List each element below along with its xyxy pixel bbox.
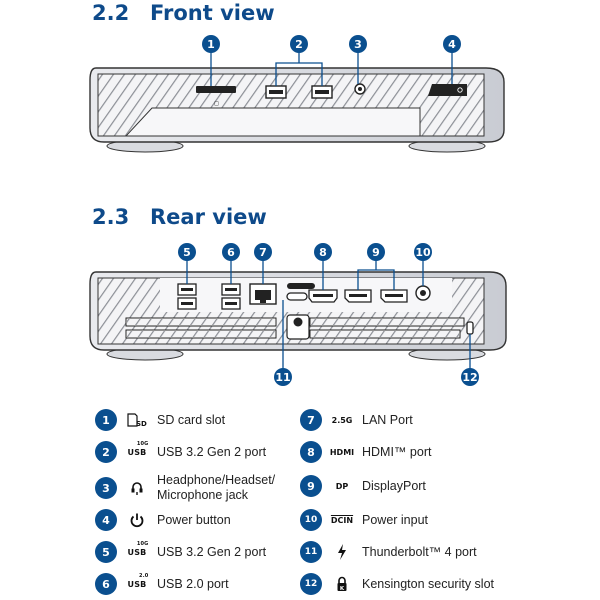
svg-text:9: 9	[372, 246, 380, 259]
svg-text:SD: SD	[136, 420, 147, 427]
legend-label: USB 2.0 port	[157, 576, 229, 591]
displayport-ports	[344, 289, 408, 303]
legend-number: 9	[300, 475, 322, 497]
dc-in-port	[415, 285, 431, 301]
lan-port	[249, 283, 277, 305]
svg-text:7: 7	[259, 246, 267, 259]
svg-text:5: 5	[183, 246, 191, 259]
front-view-heading: 2.2 Front view	[92, 1, 275, 25]
hdmi-port	[308, 289, 338, 303]
legend-number: 2	[95, 441, 117, 463]
hdmi-icon: HDMI	[329, 447, 355, 457]
section-number: 2.2	[92, 1, 130, 25]
legend-label: DisplayPort	[362, 478, 426, 493]
callout-5: 5	[178, 243, 196, 261]
sd-card-icon: SD	[117, 413, 157, 427]
legend-number: 1	[95, 409, 117, 431]
front-device: ◻	[89, 67, 505, 153]
callout-11: 11	[274, 368, 292, 386]
dc-in-icon: DCIN	[330, 515, 354, 525]
power-icon	[117, 512, 157, 528]
legend-item-8: 8 HDMI HDMI™ port	[300, 439, 431, 465]
legend-number: 12	[300, 573, 322, 595]
legend-label: Headphone/Headset/ Microphone jack	[157, 473, 276, 502]
thunderbolt-mark	[286, 314, 310, 340]
legend-item-1: 1 SD SD card slot	[95, 407, 225, 433]
power-button	[428, 84, 467, 96]
callout-3: 3	[349, 35, 367, 53]
legend-number: 11	[300, 541, 322, 563]
displayport-icon: DP	[335, 481, 349, 491]
svg-text:◻: ◻	[214, 101, 219, 107]
callout-9: 9	[367, 243, 385, 261]
rear-view-heading: 2.3 Rear view	[92, 205, 267, 229]
svg-text:K: K	[340, 586, 345, 592]
legend-item-11: 11 Thunderbolt™ 4 port	[300, 539, 477, 565]
callout-6: 6	[222, 243, 240, 261]
legend-label: Power input	[362, 512, 429, 527]
legend-label: Thunderbolt™ 4 port	[362, 544, 477, 559]
legend-label: Power button	[157, 512, 231, 527]
legend-label: USB 3.2 Gen 2 port	[157, 544, 267, 559]
section-title: Front view	[150, 1, 275, 25]
legend-label: Kensington security slot	[362, 576, 495, 591]
svg-text:3: 3	[354, 38, 362, 51]
callout-2: 2	[290, 35, 308, 53]
callout-7: 7	[254, 243, 272, 261]
rear-callouts: 5 6 7 8 9 10 11 12	[178, 243, 479, 386]
legend-item-4: 4 Power button	[95, 507, 231, 533]
thunderbolt-port	[286, 283, 315, 301]
legend-number: 3	[95, 477, 117, 499]
legend-label: SD card slot	[157, 412, 226, 427]
svg-text:4: 4	[448, 38, 456, 51]
legend-label: USB 3.2 Gen 2 port	[157, 444, 267, 459]
svg-text:2: 2	[295, 38, 303, 51]
legend-label: HDMI™ port	[362, 444, 432, 459]
legend-number: 5	[95, 541, 117, 563]
sd-card-slot	[196, 86, 236, 93]
kensington-lock-icon: K	[322, 576, 362, 592]
svg-text:8: 8	[319, 246, 327, 259]
legend-item-9: 9 DP DisplayPort	[300, 473, 426, 499]
rear-device	[89, 271, 507, 361]
front-callouts: 1 2 3 4	[202, 35, 461, 53]
callout-4: 4	[443, 35, 461, 53]
lan-icon: 2.5G	[331, 415, 353, 425]
device-diagrams: ◻ 1 2 3 4	[89, 35, 507, 386]
section-number: 2.3	[92, 205, 130, 229]
thunderbolt-icon	[322, 544, 362, 560]
legend-number: 10	[300, 509, 322, 531]
svg-text:6: 6	[227, 246, 235, 259]
legend-item-7: 7 2.5G LAN Port	[300, 407, 413, 433]
callout-10: 10	[414, 243, 432, 261]
legend-number: 7	[300, 409, 322, 431]
callout-8: 8	[314, 243, 332, 261]
legend-item-12: 12 K Kensington security slot	[300, 571, 494, 597]
svg-text:11: 11	[275, 371, 290, 384]
svg-text:12: 12	[462, 371, 477, 384]
svg-text:1: 1	[207, 38, 215, 51]
callout-12: 12	[461, 368, 479, 386]
section-title: Rear view	[150, 205, 267, 229]
callout-1: 1	[202, 35, 220, 53]
legend-number: 6	[95, 573, 117, 595]
headset-icon	[117, 480, 157, 496]
legend-item-10: 10 DCIN Power input	[300, 507, 428, 533]
legend-item-3: 3 Headphone/Headset/ Microphone jack	[95, 472, 275, 504]
svg-text:10: 10	[415, 246, 431, 259]
legend-number: 8	[300, 441, 322, 463]
kensington-slot	[466, 321, 474, 335]
legend-label: LAN Port	[362, 412, 413, 427]
legend-number: 4	[95, 509, 117, 531]
